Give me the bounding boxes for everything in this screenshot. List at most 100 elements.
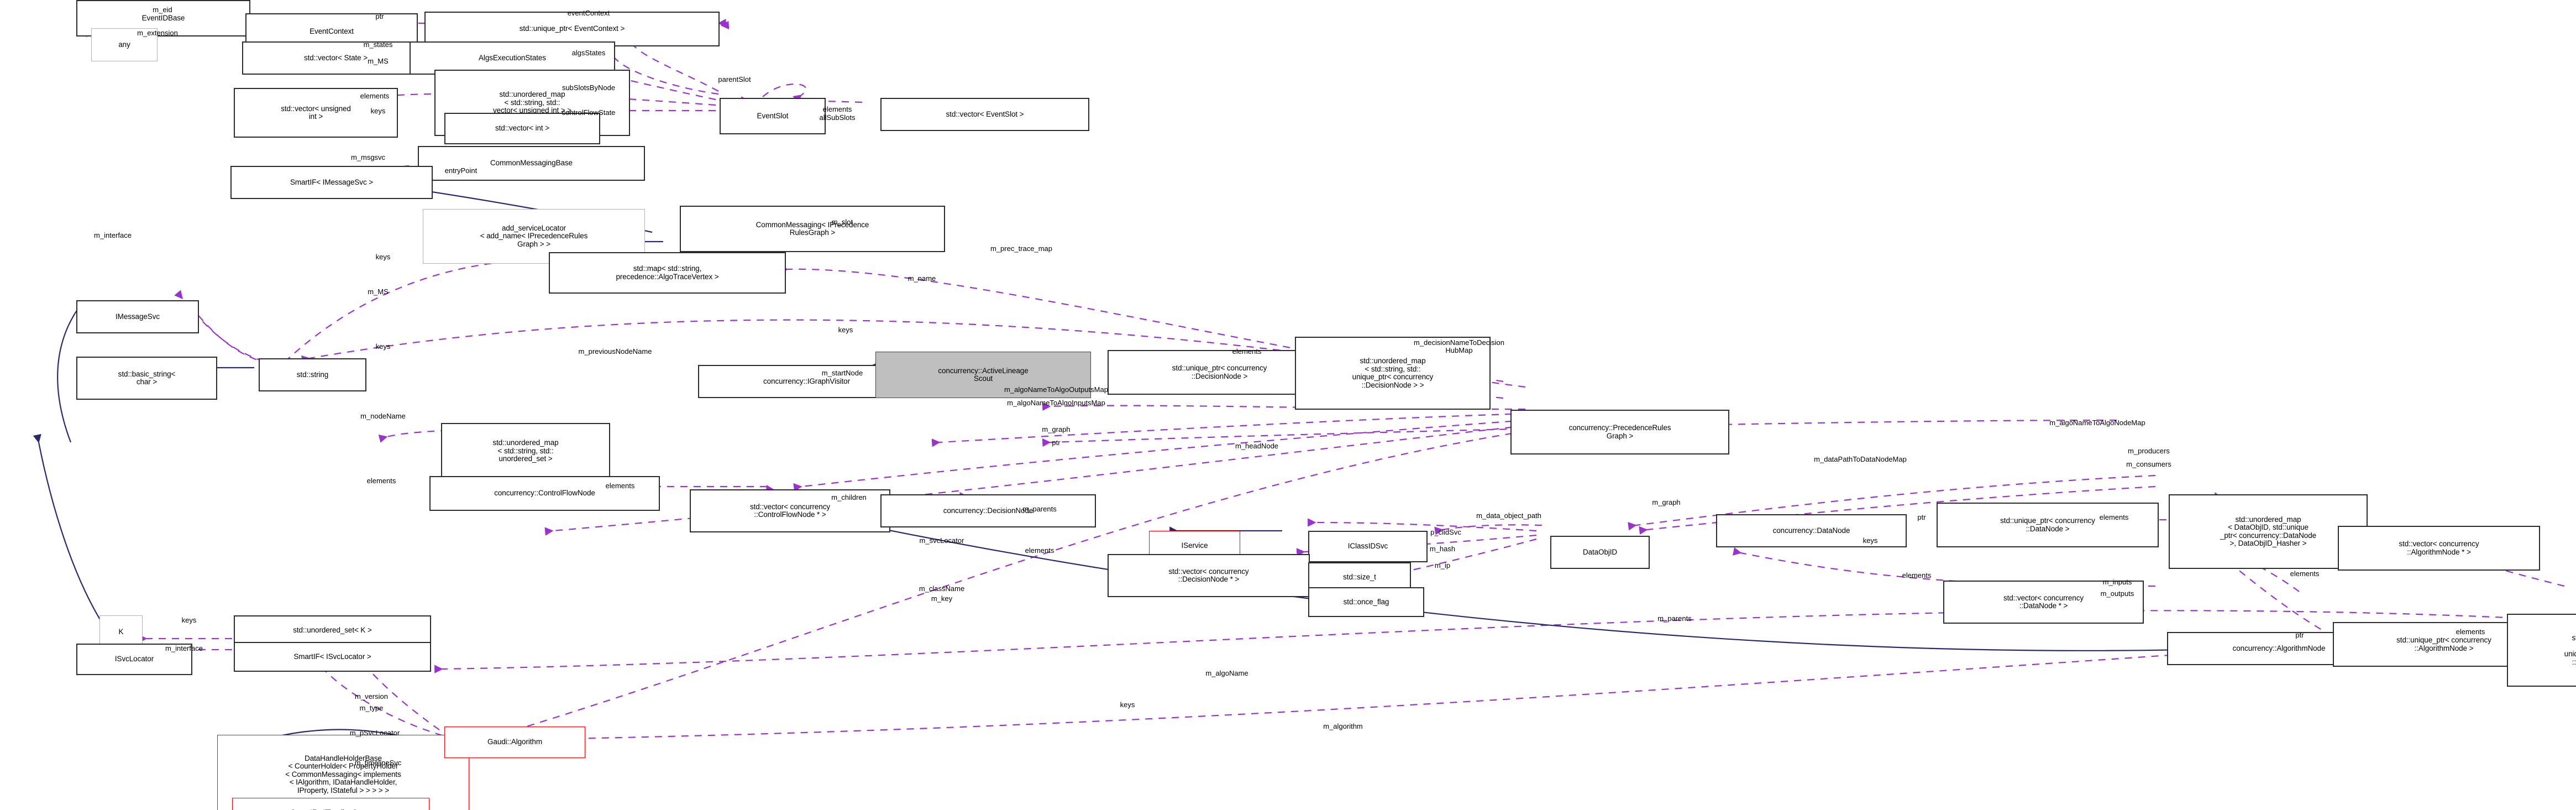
edge-label-m-producers: m_producers <box>2128 447 2170 455</box>
edge-label-m-version: m_version <box>355 692 388 701</box>
class-node-umap_str_uset[interactable]: std::unordered_map < std::string, std:: … <box>441 423 610 479</box>
edge-label-keys: keys <box>1120 701 1135 709</box>
class-node-eventslot[interactable]: EventSlot <box>720 98 826 134</box>
class-node-basic_string[interactable]: std::basic_string< char > <box>76 357 217 400</box>
class-node-uptr_datanode[interactable]: std::unique_ptr< concurrency ::DataNode … <box>1937 503 2159 547</box>
class-node-vec_uint[interactable]: std::vector< unsigned int > <box>234 88 398 138</box>
class-node-label: ISvcLocator <box>114 655 154 663</box>
edge-label-m-algonametoalgoinputsmap: m_algoNameToAlgoInputsMap <box>1007 399 1105 407</box>
edge-label-keys: keys <box>375 253 391 261</box>
class-node-dataobjid[interactable]: DataObjID <box>1550 536 1650 569</box>
edge-label-m-hash: m_hash <box>1429 545 1456 553</box>
class-node-label: add_serviceLocator < add_name< IPreceden… <box>480 223 588 248</box>
class-node-label: SmartIF< ISvcLocator > <box>293 652 371 661</box>
edge-label-m-graph: m_graph <box>1042 425 1071 433</box>
edge-label-ptr: ptr <box>1917 513 1926 521</box>
edge-label-ptr: ptr <box>1052 438 1061 447</box>
edge-label-elements: elements <box>1902 571 1932 579</box>
class-node-controlflownode[interactable]: concurrency::ControlFlowNode <box>429 476 660 511</box>
class-node-gaudi_algorithm[interactable]: Gaudi::Algorithm <box>444 727 585 758</box>
class-node-label: concurrency::PrecedenceRules Graph > <box>1568 424 1671 440</box>
class-node-vec_state[interactable]: std::vector< State > <box>242 41 429 75</box>
edge-label-m-algonametoalgonodemap: m_algoNameToAlgoNodeMap <box>2049 419 2145 427</box>
edge-label-m-key: m_key <box>931 594 953 603</box>
class-node-smartif_isvcloc[interactable]: SmartIF< ISvcLocator > <box>234 642 431 672</box>
edge-label-keys: keys <box>838 326 853 334</box>
class-node-precedencerulesgraph[interactable]: concurrency::PrecedenceRules Graph > <box>1510 410 1729 454</box>
class-node-smartif_itimeline[interactable]: SmartIF< ITimelineSvc > <box>232 798 429 810</box>
edge-label-m-svclocator: m_svcLocator <box>919 536 964 545</box>
class-node-isvclocator[interactable]: ISvcLocator <box>76 644 192 675</box>
class-node-label: SmartIF< IMessageSvc > <box>290 177 374 186</box>
class-node-commonmsg_iprg[interactable]: CommonMessaging< IPrecedence RulesGraph … <box>680 206 945 252</box>
class-node-label: std::unique_ptr< concurrency ::DecisionN… <box>1172 364 1267 380</box>
class-node-label: std::unique_ptr< concurrency ::DataNode … <box>2000 516 2095 533</box>
edge-label-keys: keys <box>375 342 391 351</box>
class-node-smartif_imsgsvc[interactable]: SmartIF< IMessageSvc > <box>230 166 433 199</box>
class-node-once_flag[interactable]: std::once_flag <box>1308 587 1424 617</box>
class-node-label: std::unique_ptr< concurrency ::Algorithm… <box>2396 636 2491 652</box>
class-node-label: std::vector< unsigned int > <box>281 104 351 121</box>
edge-label-elements: elements <box>2290 569 2320 578</box>
edge-label-p-clidsvc: p_clidSvc <box>1430 528 1461 536</box>
class-node-label: EventIDBase <box>141 13 185 22</box>
class-node-label: EventContext <box>309 27 354 35</box>
class-node-label: IMessageSvc <box>116 312 160 321</box>
class-node-label: std::unordered_map < std::string, std:: … <box>492 90 572 115</box>
class-node-label: std::map< std::string, precedence::AlgoT… <box>616 264 719 281</box>
class-node-label: std::unordered_set< K > <box>293 625 372 634</box>
class-node-label: std::vector< concurrency ::AlgorithmNode… <box>2399 540 2479 556</box>
class-node-label: IService <box>1181 541 1208 550</box>
class-node-label: std::once_flag <box>1343 597 1389 606</box>
class-node-label: CommonMessagingBase <box>490 159 573 168</box>
class-node-label: std::unique_ptr< EventContext > <box>519 24 625 33</box>
class-node-label: std::string <box>296 370 329 379</box>
class-node-imessagesvc[interactable]: IMessageSvc <box>76 300 199 333</box>
class-node-label: concurrency::IGraphVisitor <box>763 377 850 385</box>
class-node-vec_decisionnode_c[interactable]: std::vector< concurrency ::DecisionNode … <box>1108 554 1310 597</box>
class-node-vec_eventslot[interactable]: std::vector< EventSlot > <box>880 98 1089 131</box>
class-node-vec_algonode_ptr[interactable]: std::vector< concurrency ::AlgorithmNode… <box>2338 526 2540 571</box>
class-node-label: EventSlot <box>757 111 789 120</box>
edge-label-m-previousnodename: m_previousNodeName <box>578 347 652 356</box>
class-node-label: concurrency::DataNode <box>1772 526 1850 535</box>
class-node-uset_k[interactable]: std::unordered_set< K > <box>234 615 431 645</box>
class-node-label: std::basic_string< char > <box>118 369 176 386</box>
class-node-decisionnode[interactable]: concurrency::DecisionNode <box>880 494 1096 527</box>
class-node-iclassidsvc[interactable]: IClassIDSvc <box>1308 531 1428 562</box>
edge-label-m-type: m_type <box>359 704 384 712</box>
edge-label-parentslot: parentSlot <box>718 75 751 83</box>
class-node-vec_cfn_ptr[interactable]: std::vector< concurrency ::ControlFlowNo… <box>690 489 890 532</box>
class-node-vec_datanode_ptr[interactable]: std::vector< concurrency ::DataNode * > <box>1943 581 2144 624</box>
class-node-any[interactable]: any <box>91 28 158 61</box>
edge-label-elements: elements <box>822 105 852 113</box>
edge-label-m-headnode: m_headNode <box>1235 442 1279 450</box>
edge-label-m-nodename: m_nodeName <box>360 412 406 420</box>
class-node-label: any <box>118 40 130 49</box>
class-node-label: std::vector< concurrency ::ControlFlowNo… <box>749 502 831 519</box>
class-node-label: concurrency::ControlFlowNode <box>494 489 595 498</box>
class-node-map_str_algotrace[interactable]: std::map< std::string, precedence::AlgoT… <box>549 252 786 294</box>
class-node-activelineagescout[interactable]: concurrency::ActiveLineage Scout <box>875 352 1091 398</box>
class-node-label: AlgsExecutionStates <box>479 53 546 62</box>
edge-label-m-consumers: m_consumers <box>2126 460 2171 468</box>
edge-label-m-algorithm: m_algorithm <box>1323 722 1363 730</box>
class-node-label: Gaudi::Algorithm <box>487 738 542 746</box>
class-node-umap_str_uptr_dn[interactable]: std::unordered_map < std::string, std:: … <box>1295 337 1491 410</box>
edge-label-m-classname: m_className <box>919 584 965 593</box>
class-node-umap_str_uptr_an[interactable]: std::unordered_map < std::string, std:: … <box>2507 614 2576 687</box>
class-node-label: concurrency::DecisionNode <box>943 506 1033 515</box>
edge-label-m-msgsvc: m_msgsvc <box>350 153 386 161</box>
edge-label-m-ip: m_ip <box>1434 561 1451 569</box>
class-node-label: std::vector< int > <box>495 124 549 133</box>
edge-label-m-ms: m_MS <box>368 288 389 296</box>
class-node-std_string[interactable]: std::string <box>259 358 366 391</box>
class-node-vec_int[interactable]: std::vector< int > <box>444 113 600 144</box>
class-node-commonmessagingbase[interactable]: CommonMessagingBase <box>418 146 645 181</box>
edge-label-m-data-object-path: m_data_object_path <box>1476 511 1541 520</box>
class-node-label: std::vector< State > <box>303 53 368 62</box>
class-node-label: std::unordered_map < std::string, std:: … <box>2564 634 2576 666</box>
edge-label-m-parents: m_parents <box>1657 614 1692 623</box>
class-node-datanode[interactable]: concurrency::DataNode <box>1716 514 1907 547</box>
